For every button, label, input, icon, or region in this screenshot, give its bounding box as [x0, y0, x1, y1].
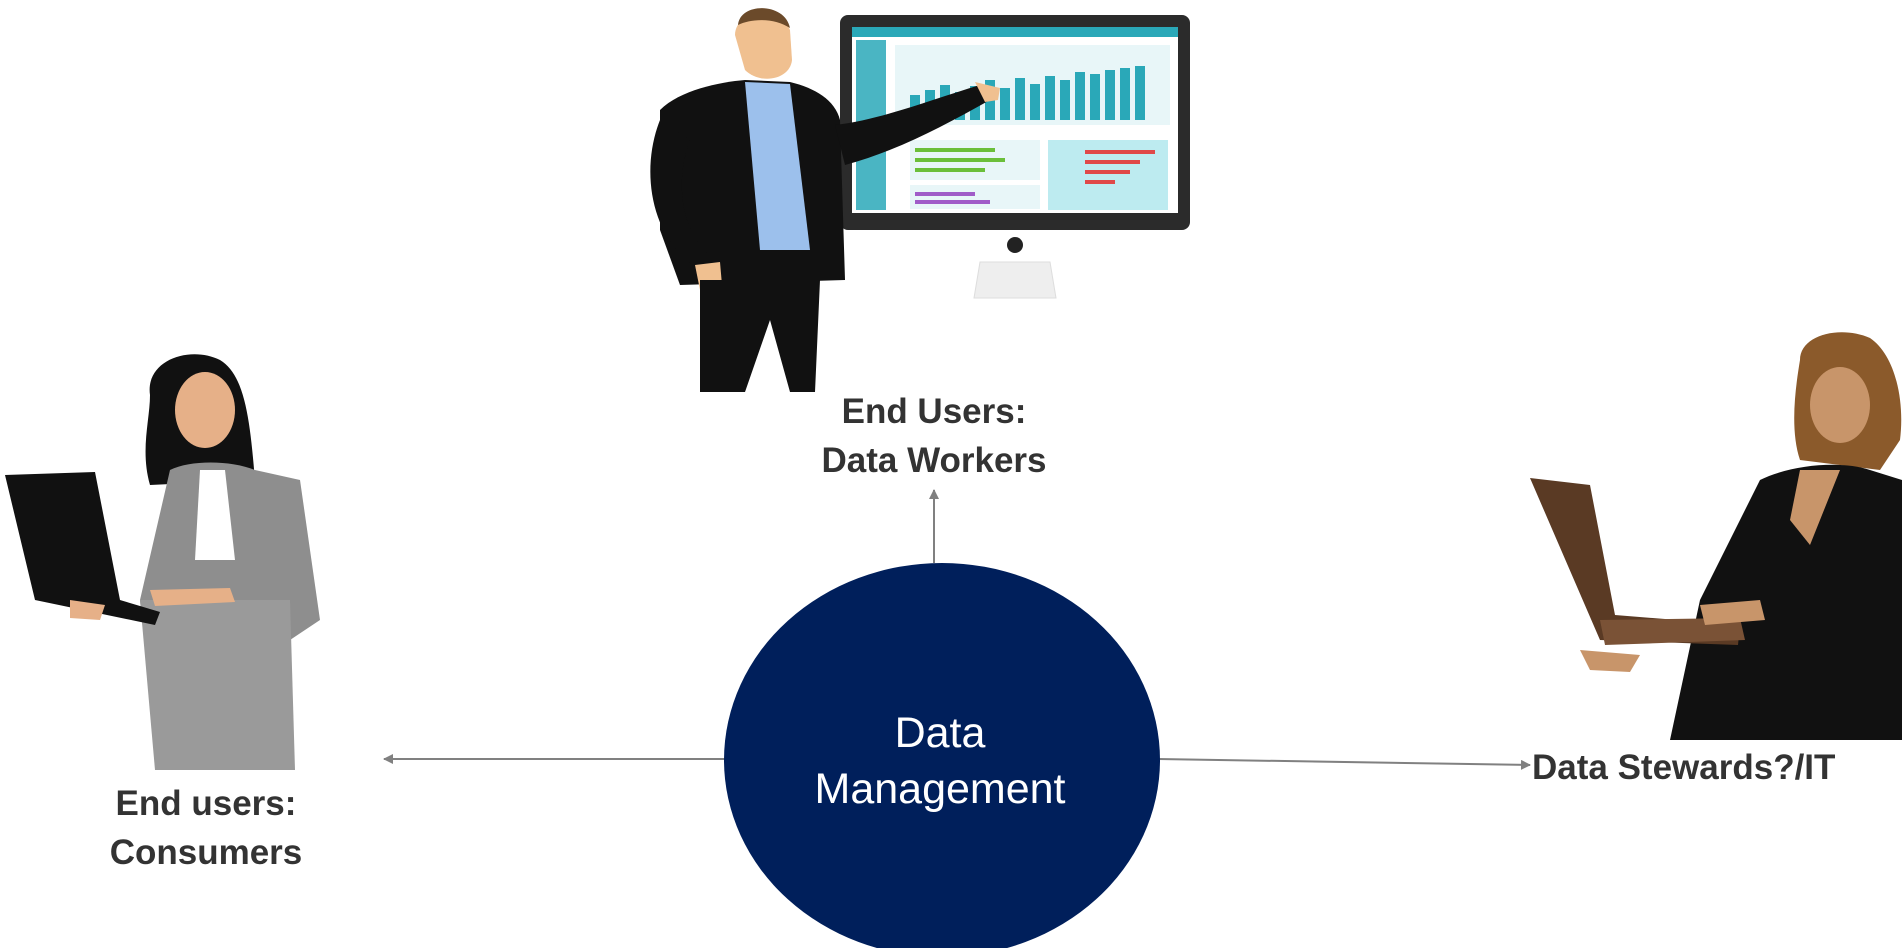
data-workers-label: End Users: Data Workers [784, 387, 1084, 485]
data-stewards-label: Data Stewards?/IT [1532, 743, 1835, 792]
consumers-label: End users: Consumers [56, 779, 356, 877]
man-presenting-dashboard-icon [650, 8, 1190, 392]
data-management-circle [724, 563, 1160, 948]
data-management-line2: Management [814, 765, 1066, 813]
woman-typing-laptop-icon [1530, 332, 1902, 740]
data-workers-line2: Data Workers [821, 441, 1047, 480]
data-management-line1: Data [894, 709, 986, 757]
arrow-to-stewards [1157, 758, 1531, 770]
woman-holding-laptop-icon [5, 354, 320, 770]
consumers-line1: End users: [115, 784, 297, 823]
data-stewards-text: Data Stewards?/IT [1532, 748, 1836, 787]
data-management-label: Data Management [730, 705, 1150, 817]
consumers-line2: Consumers [109, 833, 303, 872]
data-workers-line1: End Users: [841, 392, 1027, 431]
